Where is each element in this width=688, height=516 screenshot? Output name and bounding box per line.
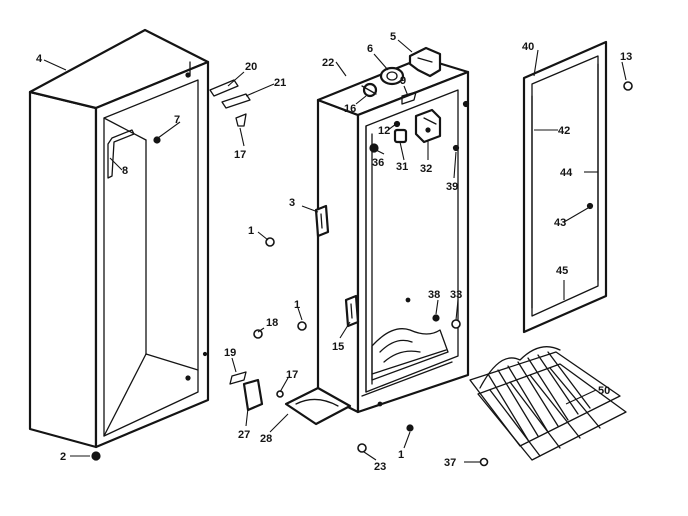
bracket-21 xyxy=(221,93,251,109)
callout-9: 9 xyxy=(400,75,406,87)
knob-31 xyxy=(393,128,408,144)
callout-17-lower: 17 xyxy=(286,369,298,381)
switch-9 xyxy=(401,91,417,105)
cold-control-32 xyxy=(414,108,442,144)
callout-28: 28 xyxy=(260,433,272,445)
stud-13 xyxy=(623,81,633,91)
callout-5: 5 xyxy=(390,31,396,43)
screw-23 xyxy=(357,443,367,453)
screw-39 xyxy=(452,144,460,152)
mounting-bracket-5 xyxy=(408,46,442,78)
screw-1-mid xyxy=(297,321,307,331)
callout-3: 3 xyxy=(289,197,295,209)
screw-12 xyxy=(393,120,401,128)
callout-23: 23 xyxy=(374,461,386,473)
clip-17-upper xyxy=(235,113,247,127)
callout-39: 39 xyxy=(446,181,458,193)
hinge-bracket-27 xyxy=(242,378,264,412)
callout-44: 44 xyxy=(560,167,573,179)
callout-19: 19 xyxy=(224,347,236,359)
leader-lines xyxy=(43,39,627,463)
callout-20: 20 xyxy=(245,61,257,73)
screw-33 xyxy=(451,319,461,329)
callout-4: 4 xyxy=(36,53,43,65)
spacer-19 xyxy=(229,371,247,385)
callout-43: 43 xyxy=(554,217,566,229)
callout-36: 36 xyxy=(372,157,384,169)
callout-40: 40 xyxy=(522,41,534,53)
screw-1-bottom xyxy=(406,424,414,432)
clip-7 xyxy=(153,136,161,144)
callout-1-bottom: 1 xyxy=(398,449,404,461)
callout-12: 12 xyxy=(378,125,390,137)
callout-labels: 4 2 7 8 20 21 17 22 3 1 1 18 15 19 17 27… xyxy=(36,31,632,473)
callout-1-top: 1 xyxy=(248,225,254,237)
callout-13: 13 xyxy=(620,51,632,63)
bracket-20 xyxy=(209,79,239,97)
hinge-3 xyxy=(314,204,330,238)
callout-50: 50 xyxy=(598,385,610,397)
callout-8: 8 xyxy=(122,165,128,177)
leveling-leg-2 xyxy=(91,451,101,461)
clip-37 xyxy=(479,457,489,467)
callout-27: 27 xyxy=(238,429,250,441)
pan-28 xyxy=(284,386,352,426)
callout-42: 42 xyxy=(558,125,570,137)
callout-2: 2 xyxy=(60,451,66,463)
door-panel xyxy=(522,40,608,334)
callout-17-upper: 17 xyxy=(234,149,246,161)
callout-31: 31 xyxy=(396,161,408,173)
hinge-pin-18 xyxy=(253,329,263,339)
outer-cabinet xyxy=(28,28,210,449)
hinge-15 xyxy=(344,294,360,328)
callout-15: 15 xyxy=(332,341,344,353)
callout-45: 45 xyxy=(556,265,568,277)
callout-18: 18 xyxy=(266,317,278,329)
screw-38 xyxy=(432,314,440,322)
callout-32: 32 xyxy=(420,163,432,175)
callout-38: 38 xyxy=(428,289,440,301)
callout-6: 6 xyxy=(367,43,373,55)
callout-37: 37 xyxy=(444,457,456,469)
callout-7: 7 xyxy=(174,114,180,126)
callout-16: 16 xyxy=(344,103,356,115)
liner xyxy=(316,56,470,414)
callout-21: 21 xyxy=(274,77,286,89)
wire-basket xyxy=(469,346,627,461)
handle-bracket-8 xyxy=(107,129,135,179)
callout-33: 33 xyxy=(450,289,462,301)
bulb-16 xyxy=(361,82,378,98)
lamp-socket-6 xyxy=(379,66,405,86)
callout-1-mid: 1 xyxy=(294,299,300,311)
callout-22: 22 xyxy=(322,57,334,69)
